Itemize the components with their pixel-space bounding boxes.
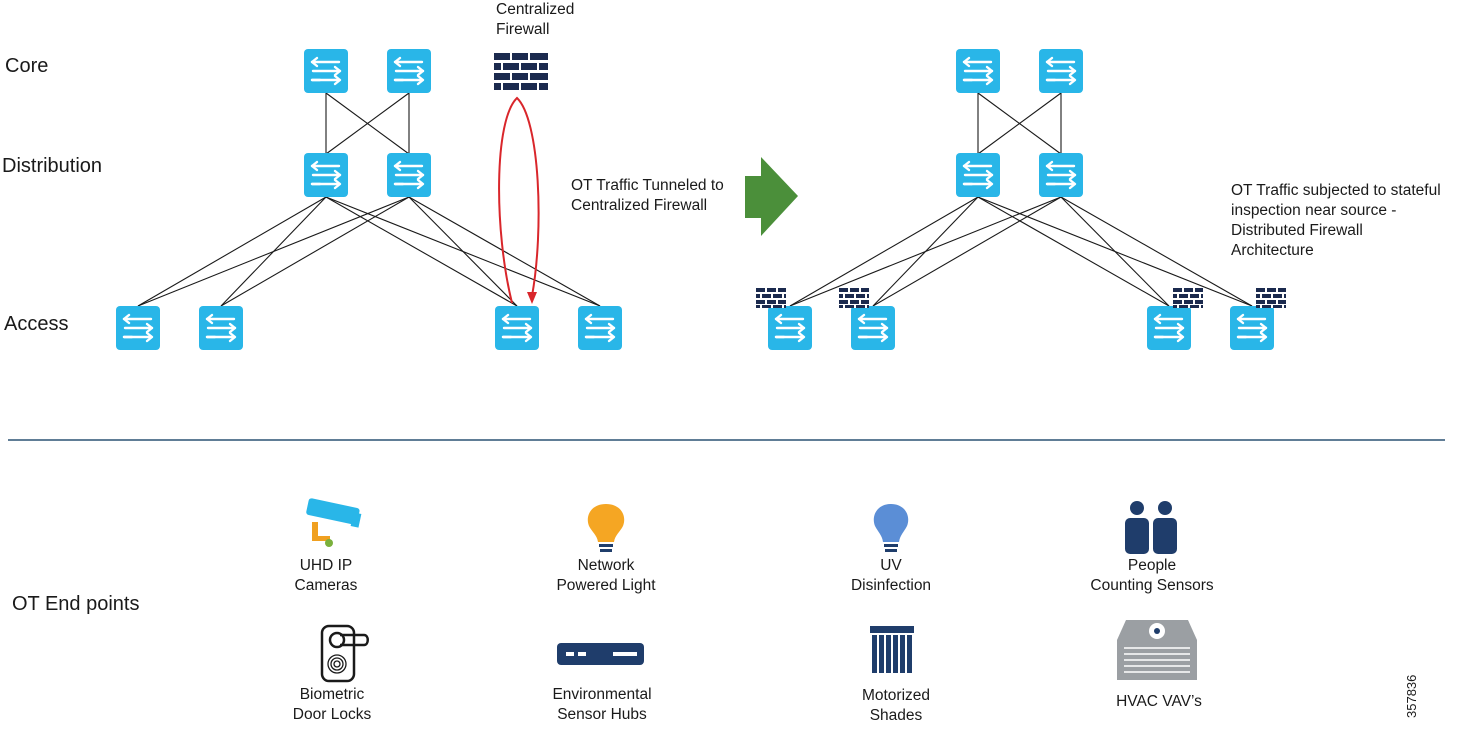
distribution-layer-label: Distribution [2, 155, 103, 177]
sensor-hub-icon [557, 643, 644, 665]
light-bulb-icon [587, 504, 625, 552]
core-switch-1-icon [302, 47, 350, 95]
access-switch-3-icon [493, 304, 541, 352]
core-layer-label: Core [5, 55, 49, 77]
hvac-icon [1117, 620, 1197, 680]
core-switch-4-icon [1037, 47, 1085, 95]
ot-endpoints-label: OT End points [12, 593, 140, 615]
camera-icon [306, 498, 362, 547]
centralized-firewall-label: Centralized Firewall [496, 1, 575, 38]
distribution-switch-2-icon [385, 151, 433, 199]
left-switches [114, 47, 624, 352]
endpoint-caption-hvac: HVAC VAV’s [1116, 693, 1202, 710]
distributed-firewall-3-icon [1173, 288, 1203, 308]
access-switch-7-icon [1145, 304, 1193, 352]
distributed-firewall-2-icon [839, 288, 869, 308]
distributed-firewall-1-icon [756, 288, 786, 308]
distributed-firewall-4-icon [1256, 288, 1286, 308]
access-switch-6-icon [849, 304, 897, 352]
right-topology-links [789, 92, 1253, 307]
uv-bulb-icon [873, 504, 909, 552]
access-switch-1-icon [114, 304, 162, 352]
people-icon [1125, 501, 1177, 554]
access-switch-4-icon [576, 304, 624, 352]
distribution-switch-3-icon [954, 151, 1002, 199]
centralized-firewall-icon [494, 53, 548, 91]
distribution-switch-4-icon [1037, 151, 1085, 199]
tunnel-path [498, 96, 540, 304]
transition-arrow-icon [745, 157, 798, 236]
access-switch-5-icon [766, 304, 814, 352]
access-switch-2-icon [197, 304, 245, 352]
distribution-switch-1-icon [302, 151, 350, 199]
left-topology-links [137, 92, 601, 307]
core-switch-2-icon [385, 47, 433, 95]
core-switch-3-icon [954, 47, 1002, 95]
access-switch-8-icon [1228, 304, 1276, 352]
tunneled-traffic-note: OT Traffic Tunneled to Centralized Firew… [571, 177, 724, 214]
access-layer-label: Access [4, 313, 69, 335]
distributed-firewalls [756, 288, 1286, 308]
door-lock-icon [320, 624, 369, 683]
shades-icon [870, 626, 914, 673]
distributed-firewall-note: OT Traffic subjected to stateful inspect… [1231, 182, 1441, 259]
